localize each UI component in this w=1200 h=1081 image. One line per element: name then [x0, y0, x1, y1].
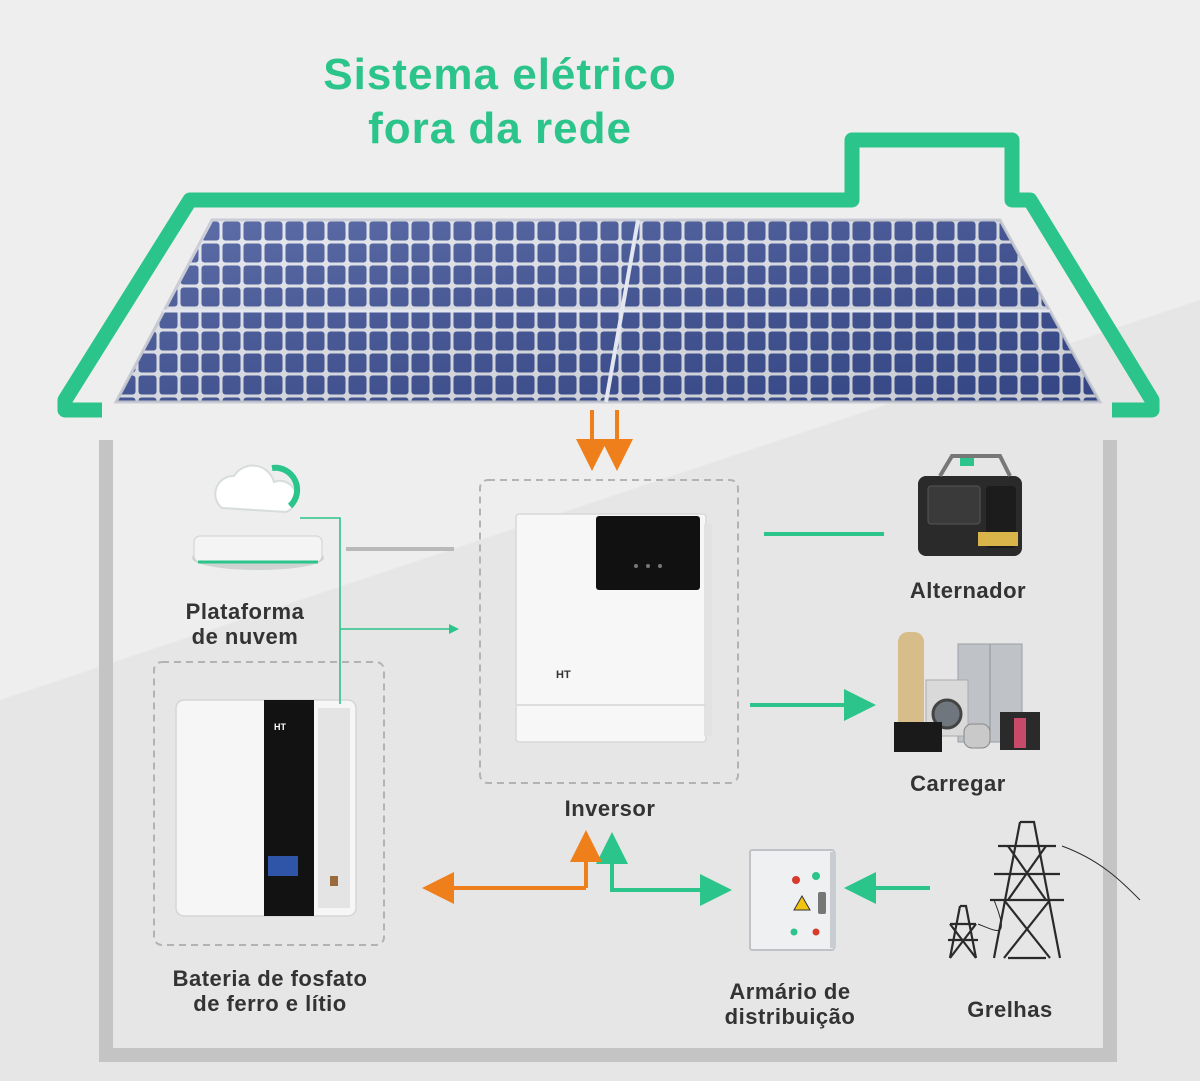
- cabinet-label: Armário de distribuição: [690, 979, 890, 1029]
- battery-label: Bateria de fosfato de ferro e lítio: [140, 966, 400, 1016]
- distribution-cabinet-icon: [749, 849, 836, 951]
- power-tower-icon: [948, 820, 1141, 960]
- inverter-label: Inversor: [564, 796, 656, 821]
- roof-outline: [57, 132, 1160, 418]
- cabinet-label-line-2: distribuição: [724, 1004, 856, 1029]
- battery-label-line-2: de ferro e lítio: [193, 991, 347, 1016]
- load-label: Carregar: [910, 771, 1006, 796]
- title-line-1: Sistema elétrico: [323, 50, 677, 99]
- title-line-2: fora da rede: [368, 104, 632, 153]
- generator-icon: [918, 454, 1022, 556]
- cloud-label: Plataforma de nuvem: [150, 599, 340, 649]
- appliances-icon: [894, 632, 1040, 752]
- battery-icon: HT: [175, 699, 357, 917]
- house-outline: [99, 440, 1117, 1062]
- cloud-label-line-1: Plataforma: [185, 599, 305, 624]
- cloud-server-icon: [192, 464, 324, 570]
- grid-label: Grelhas: [967, 997, 1053, 1022]
- cabinet-label-line-1: Armário de: [729, 979, 851, 1004]
- inverter-brand: HT: [556, 669, 571, 681]
- generator-label: Alternador: [909, 578, 1027, 603]
- inverter-icon: HT: [515, 513, 712, 743]
- battery-label-line-1: Bateria de fosfato: [172, 966, 368, 991]
- solar-panel-array: [113, 218, 1103, 404]
- diagram-title: Sistema elétrico fora da rede: [240, 48, 760, 156]
- battery-brand: HT: [274, 722, 286, 732]
- cloud-label-line-2: de nuvem: [191, 624, 299, 649]
